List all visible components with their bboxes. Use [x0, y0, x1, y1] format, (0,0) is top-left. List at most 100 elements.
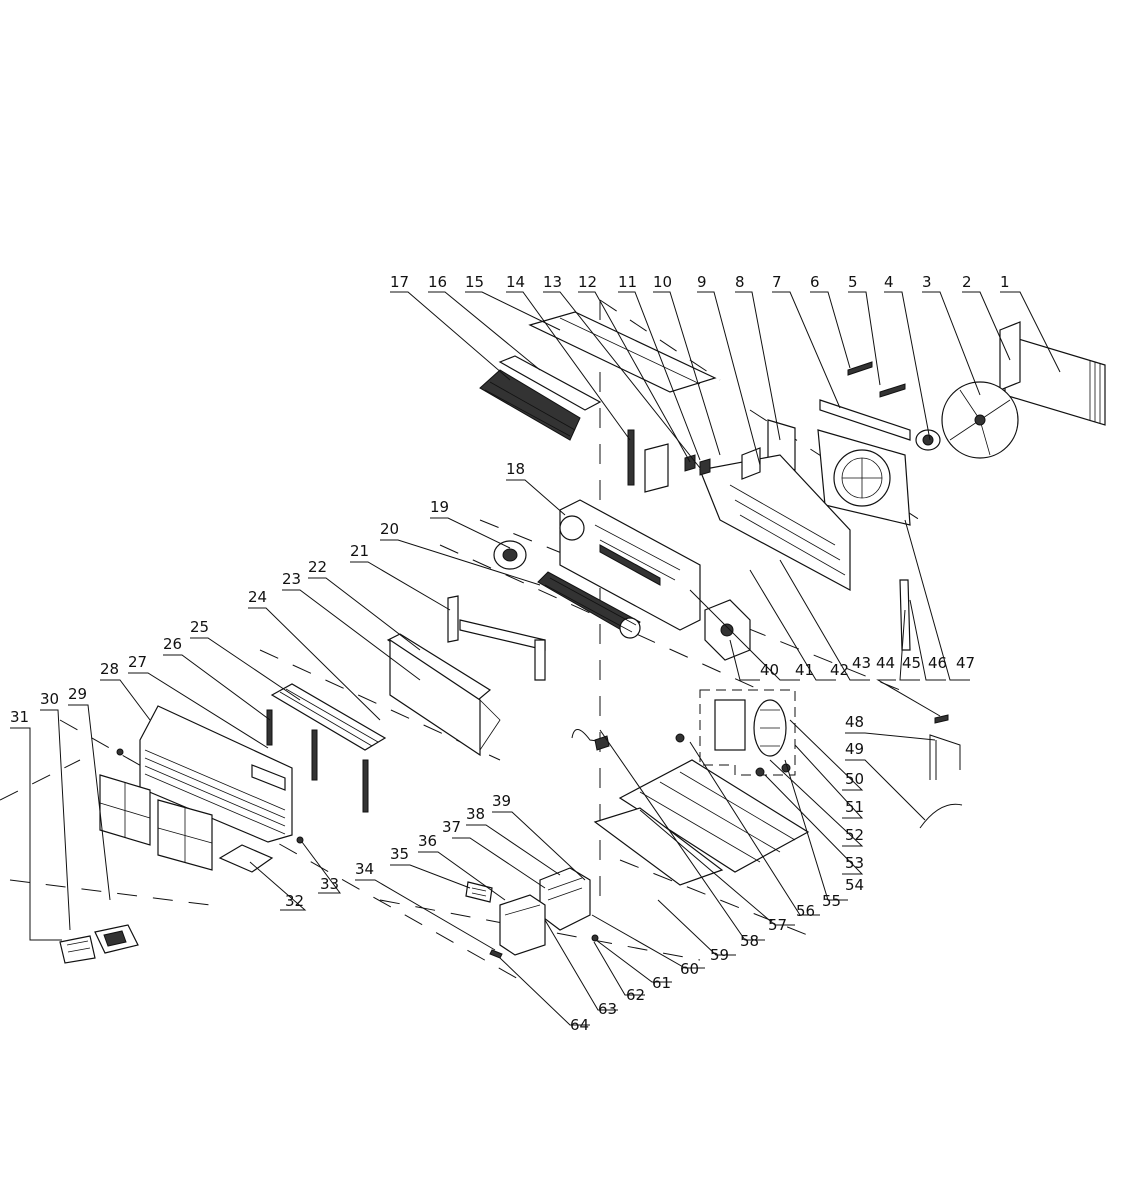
label-24: 24 — [248, 588, 267, 606]
part-blower-motor — [704, 599, 751, 661]
label-27: 27 — [128, 653, 147, 671]
label-44: 44 — [876, 654, 895, 672]
label-18: 18 — [506, 460, 525, 478]
label-38: 38 — [466, 805, 485, 823]
label-19: 19 — [430, 498, 449, 516]
part-axial-fan-blade — [941, 381, 1019, 459]
label-30: 30 — [40, 690, 59, 708]
label-42: 42 — [830, 661, 849, 679]
label-28: 28 — [100, 660, 119, 678]
label-47: 47 — [956, 654, 975, 672]
label-17: 17 — [390, 273, 409, 291]
label-45: 45 — [902, 654, 921, 672]
label-15: 15 — [465, 273, 484, 291]
label-3: 3 — [922, 273, 932, 291]
label-7: 7 — [772, 273, 782, 291]
part-top-bracket — [819, 399, 911, 441]
label-64: 64 — [570, 1016, 589, 1034]
label-54: 54 — [845, 876, 864, 894]
part-access-door — [218, 844, 274, 873]
part-small-cable — [489, 949, 503, 959]
part-small-board — [465, 881, 493, 903]
part-partition-panel — [699, 447, 851, 592]
leader-lines — [10, 291, 1061, 1026]
label-39: 39 — [492, 792, 511, 810]
label-21: 21 — [350, 542, 369, 560]
label-1: 1 — [1000, 273, 1010, 291]
label-62: 62 — [626, 986, 645, 1004]
label-34: 34 — [355, 860, 374, 878]
label-46: 46 — [928, 654, 947, 672]
label-29: 29 — [68, 685, 87, 703]
label-37: 37 — [442, 818, 461, 836]
part-evaporator-coil — [386, 633, 501, 757]
part-vertical-supports — [899, 579, 949, 724]
label-60: 60 — [680, 960, 699, 978]
part-base-pan — [593, 759, 810, 886]
part-clips — [644, 443, 711, 493]
part-sensor-cable — [571, 729, 610, 751]
label-12: 12 — [578, 273, 597, 291]
label-35: 35 — [390, 845, 409, 863]
part-blower-wheel — [537, 571, 641, 639]
label-6: 6 — [810, 273, 820, 291]
label-22: 22 — [308, 558, 327, 576]
label-53: 53 — [845, 854, 864, 872]
assembly-guide-lines — [0, 299, 921, 981]
label-32: 32 — [285, 892, 304, 910]
part-cap — [493, 540, 527, 570]
label-31: 31 — [10, 708, 29, 726]
label-20: 20 — [380, 520, 399, 538]
label-14: 14 — [506, 273, 525, 291]
part-outdoor-coil — [999, 321, 1106, 426]
label-50: 50 — [845, 770, 864, 788]
label-51: 51 — [845, 798, 864, 816]
label-59: 59 — [710, 946, 729, 964]
part-vertical-rods — [266, 709, 369, 813]
label-4: 4 — [884, 273, 894, 291]
label-49: 49 — [845, 740, 864, 758]
part-top-panel — [528, 311, 717, 393]
label-5: 5 — [848, 273, 858, 291]
label-61: 61 — [652, 974, 671, 992]
part-vertical-rod — [627, 429, 635, 486]
label-2: 2 — [962, 273, 972, 291]
label-11: 11 — [618, 273, 637, 291]
part-refrigerant-pipe — [929, 734, 961, 780]
part-control-box — [499, 867, 599, 956]
part-screw — [296, 836, 304, 844]
label-23: 23 — [282, 570, 301, 588]
part-control-pads — [59, 924, 139, 964]
label-41: 41 — [795, 661, 814, 679]
label-26: 26 — [163, 635, 182, 653]
part-small-brackets — [847, 361, 906, 398]
part-compressor-assembly — [675, 689, 796, 777]
label-36: 36 — [418, 832, 437, 850]
part-bracket-frame — [447, 595, 546, 681]
label-40: 40 — [760, 661, 779, 679]
part-condenser-shroud — [817, 429, 911, 526]
part-air-filters — [99, 774, 213, 871]
label-10: 10 — [653, 273, 672, 291]
label-63: 63 — [598, 1000, 617, 1018]
label-43: 43 — [852, 654, 871, 672]
part-fan-motor — [915, 429, 941, 451]
label-58: 58 — [740, 932, 759, 950]
label-13: 13 — [543, 273, 562, 291]
label-25: 25 — [190, 618, 209, 636]
part-filter-grille — [270, 683, 387, 751]
label-56: 56 — [796, 902, 815, 920]
part-blower-housing — [559, 499, 701, 631]
part-curved-tube — [919, 803, 963, 829]
part-number-labels: 1 2 3 4 5 6 7 8 9 10 11 12 13 14 15 16 1… — [10, 273, 1010, 1034]
label-57: 57 — [768, 916, 787, 934]
label-33: 33 — [320, 875, 339, 893]
part-discharge-grille — [479, 355, 602, 441]
label-52: 52 — [845, 826, 864, 844]
label-48: 48 — [845, 713, 864, 731]
label-16: 16 — [428, 273, 447, 291]
label-55: 55 — [822, 892, 841, 910]
label-9: 9 — [697, 273, 707, 291]
label-8: 8 — [735, 273, 745, 291]
